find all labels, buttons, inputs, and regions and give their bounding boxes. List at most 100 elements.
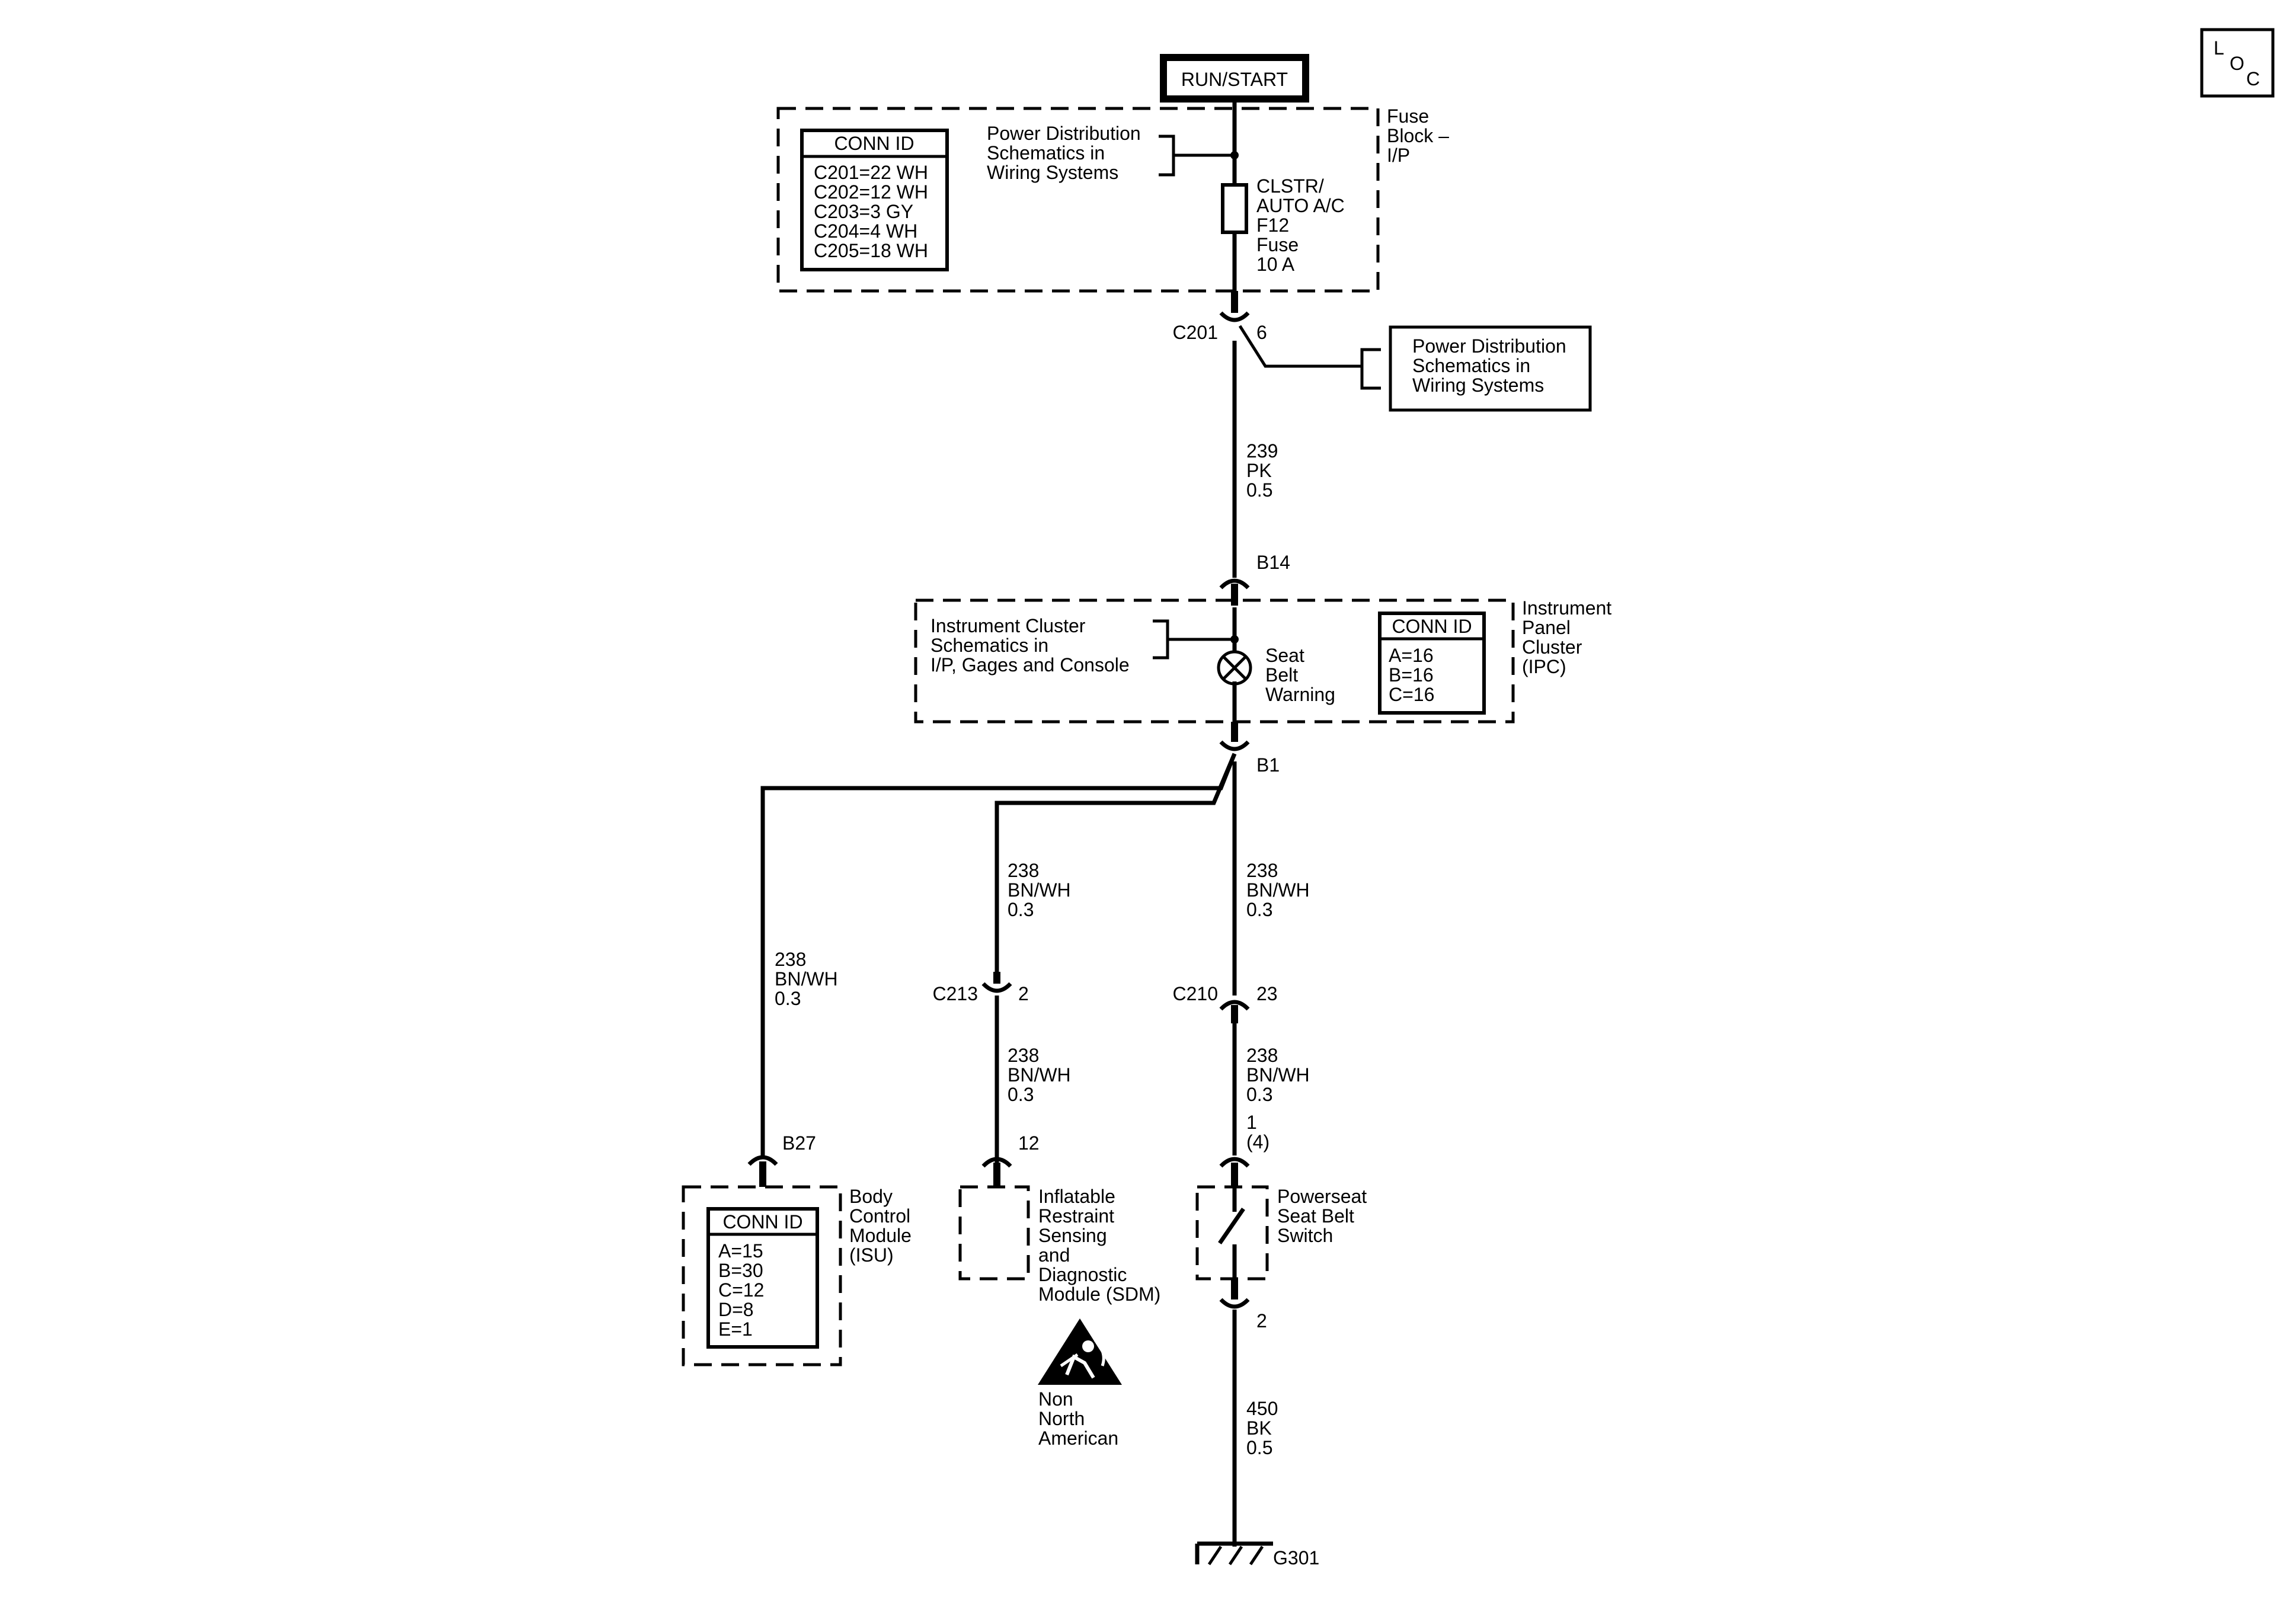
svg-text:Wiring Systems: Wiring Systems	[987, 162, 1118, 183]
svg-text:(ISU): (ISU)	[849, 1244, 894, 1266]
seat-belt-warning-lamp: Seat Belt Warning	[1217, 645, 1335, 705]
ipc-conn-id: CONN ID A=16 B=16 C=16	[1378, 612, 1486, 715]
svg-text:239: 239	[1246, 440, 1278, 462]
bcm-pin-b27: B27	[782, 1132, 816, 1154]
ipc-schematic-ref: Instrument Cluster Schematics in I/P, Ga…	[930, 615, 1239, 676]
switch-pin-1: 1	[1246, 1112, 1257, 1133]
svg-text:Seat Belt: Seat Belt	[1277, 1205, 1354, 1227]
svg-text:PK: PK	[1246, 460, 1272, 481]
wire-450-label: 450 BK 0.5	[1246, 1398, 1278, 1458]
sdm-module: 12 Inflatable Restraint Sensing and Diag…	[958, 1132, 1160, 1305]
svg-text:Non: Non	[1038, 1388, 1073, 1410]
fuse-conn-row: C203=3 GY	[814, 201, 913, 222]
svg-text:Power Distribution: Power Distribution	[987, 123, 1141, 144]
non-north-american-note: Non North American	[1038, 1388, 1118, 1449]
svg-text:238: 238	[1008, 860, 1039, 881]
fuse-conn-row: C204=4 WH	[814, 220, 917, 242]
svg-text:Sensing: Sensing	[1038, 1225, 1107, 1246]
ground-label: G301	[1273, 1547, 1319, 1569]
loc-letter-l: L	[2214, 37, 2224, 59]
connector-c210: C210 23	[1173, 983, 1278, 1023]
b14-label: B14	[1256, 552, 1290, 573]
svg-text:Module: Module	[849, 1225, 912, 1246]
svg-text:Schematics in: Schematics in	[1412, 355, 1530, 376]
svg-text:Warning: Warning	[1265, 684, 1335, 705]
svg-text:B=16: B=16	[1389, 664, 1434, 686]
svg-text:CLSTR/: CLSTR/	[1256, 175, 1324, 197]
svg-text:10 A: 10 A	[1256, 254, 1295, 275]
wire-238-main-lower-label: 238 BN/WH 0.3	[1246, 1045, 1310, 1105]
svg-text:C=16: C=16	[1389, 684, 1434, 705]
wire-238-sdm-upper-label: 238 BN/WH 0.3	[1008, 860, 1071, 920]
run-start-label: RUN/START	[1181, 69, 1288, 90]
ipc-conn-id-header: CONN ID	[1392, 616, 1472, 637]
switch-pin-4: (4)	[1246, 1131, 1269, 1153]
svg-text:Instrument: Instrument	[1522, 597, 1611, 619]
bcm-conn-id-header: CONN ID	[722, 1211, 802, 1233]
fuse-conn-id-header: CONN ID	[834, 133, 914, 154]
svg-text:Panel: Panel	[1522, 617, 1571, 638]
svg-text:238: 238	[1246, 860, 1278, 881]
ground-g301: G301	[1195, 1541, 1319, 1569]
svg-text:E=1: E=1	[718, 1318, 753, 1340]
loc-badge: L O C	[2200, 28, 2275, 98]
loc-letter-o: O	[2230, 53, 2244, 74]
svg-text:Schematics in: Schematics in	[930, 635, 1048, 656]
svg-text:Cluster: Cluster	[1522, 636, 1582, 658]
svg-text:238: 238	[775, 949, 806, 970]
svg-text:0.3: 0.3	[1008, 1084, 1034, 1105]
svg-text:238: 238	[1246, 1045, 1278, 1066]
svg-text:and: and	[1038, 1244, 1070, 1266]
svg-text:BN/WH: BN/WH	[1246, 1064, 1310, 1086]
fuse-block-conn-id: CONN ID C201=22 WH C202=12 WH C203=3 GY …	[800, 129, 949, 271]
c210-label: C210	[1173, 983, 1219, 1004]
fuse-block-title-3: I/P	[1387, 145, 1410, 166]
fuse-block-title-2: Block –	[1387, 125, 1449, 146]
c201-pin: 6	[1256, 322, 1267, 343]
svg-text:American: American	[1038, 1427, 1118, 1449]
svg-text:AUTO A/C: AUTO A/C	[1256, 195, 1345, 216]
svg-text:BN/WH: BN/WH	[775, 968, 838, 990]
svg-text:D=8: D=8	[718, 1299, 754, 1320]
svg-text:North: North	[1038, 1408, 1085, 1429]
svg-text:Power Distribution: Power Distribution	[1412, 335, 1566, 357]
svg-text:0.3: 0.3	[1008, 899, 1034, 920]
svg-text:Schematics in: Schematics in	[987, 142, 1105, 164]
fuse-conn-row: C205=18 WH	[814, 240, 928, 261]
svg-text:BK: BK	[1246, 1417, 1272, 1439]
svg-text:C=12: C=12	[718, 1279, 764, 1301]
svg-text:Belt: Belt	[1265, 664, 1298, 686]
c213-label: C213	[933, 983, 978, 1004]
fuse-conn-row: C201=22 WH	[814, 162, 928, 183]
svg-text:Inflatable: Inflatable	[1038, 1186, 1115, 1207]
svg-text:Seat: Seat	[1265, 645, 1304, 666]
wire-239-label: 239 PK 0.5	[1246, 440, 1278, 501]
airbag-warning-icon	[1038, 1318, 1122, 1385]
connector-c201: C201 6	[1173, 291, 1362, 368]
switch-pin-2: 2	[1256, 1310, 1267, 1331]
svg-text:Switch: Switch	[1277, 1225, 1333, 1246]
wire-238-sdm-lower-label: 238 BN/WH 0.3	[1008, 1045, 1071, 1105]
svg-text:Powerseat: Powerseat	[1277, 1186, 1367, 1207]
svg-text:Fuse: Fuse	[1256, 234, 1299, 255]
fuse-block-ip: Fuse Block – I/P CONN ID C201=22 WH C202…	[776, 105, 1449, 293]
loc-letter-c: C	[2246, 68, 2260, 89]
wire-238-main-upper-label: 238 BN/WH 0.3	[1246, 860, 1310, 920]
powerseat-seat-belt-switch: 1 (4) Powerseat Seat Belt Switch 2	[1195, 1112, 1367, 1331]
svg-text:Control: Control	[849, 1205, 910, 1227]
svg-text:Diagnostic: Diagnostic	[1038, 1264, 1127, 1285]
fuse-block-power-ref: Power Distribution Schematics in Wiring …	[987, 123, 1239, 183]
instrument-panel-cluster: Instrument Panel Cluster (IPC) Instrumen…	[914, 597, 1611, 724]
svg-text:0.3: 0.3	[1246, 899, 1272, 920]
svg-text:238: 238	[1008, 1045, 1039, 1066]
svg-text:(IPC): (IPC)	[1522, 656, 1566, 677]
fuse-f12: CLSTR/ AUTO A/C F12 Fuse 10 A	[1221, 175, 1345, 275]
svg-text:Wiring Systems: Wiring Systems	[1412, 375, 1544, 396]
connector-c213: C213 2	[933, 972, 1029, 1166]
svg-text:450: 450	[1246, 1398, 1278, 1419]
svg-text:B=30: B=30	[718, 1260, 763, 1281]
svg-text:BN/WH: BN/WH	[1008, 879, 1071, 901]
svg-text:A=16: A=16	[1389, 645, 1434, 666]
svg-text:A=15: A=15	[718, 1240, 763, 1262]
